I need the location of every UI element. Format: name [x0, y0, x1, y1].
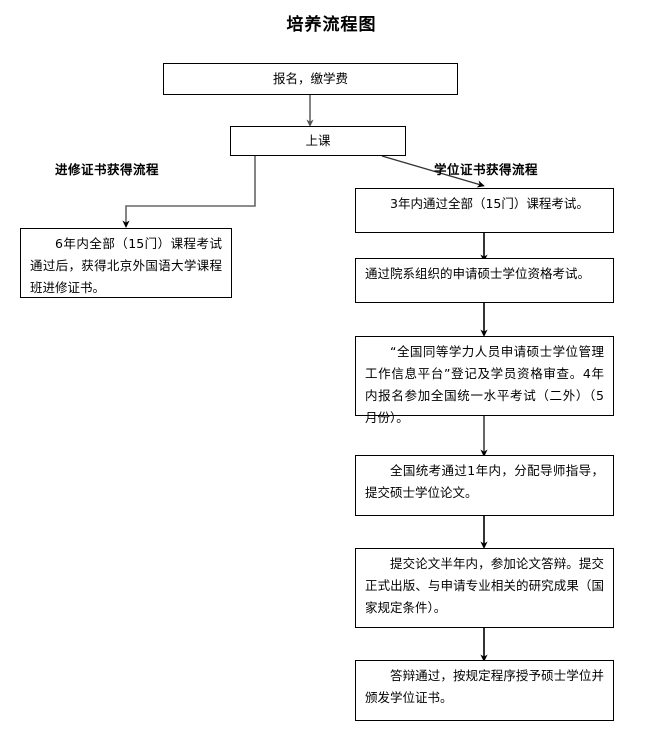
branch-label-right: 学位证书获得流程	[434, 162, 539, 177]
branch-label-left: 进修证书获得流程	[55, 162, 160, 177]
node-left-cert-label: 6年内全部（15门）课程考试通过后，获得北京外国语大学课程班进修证书。	[30, 236, 222, 295]
node-right-6-label: 答辩通过，按规定程序授予硕士学位并颁发学位证书。	[365, 668, 604, 705]
node-left-cert[interactable]: 6年内全部（15门）课程考试通过后，获得北京外国语大学课程班进修证书。	[20, 228, 232, 298]
node-right-3[interactable]: “全国同等学力人员申请硕士学位管理工作信息平台”登记及学员资格审查。4年内报名参…	[355, 336, 614, 425]
node-right-1-label: 3年内通过全部（15门）课程考试。	[390, 196, 589, 211]
node-start-label: 报名，缴学费	[272, 71, 348, 86]
node-right-5-label: 提交论文半年内，参加论文答辩。提交正式出版、与申请专业相关的研究成果（国家规定条…	[365, 556, 604, 615]
node-right-2[interactable]: 通过院系组织的申请硕士学位资格考试。	[355, 258, 614, 303]
node-class[interactable]: 上课	[230, 126, 406, 156]
node-right-2-label: 通过院系组织的申请硕士学位资格考试。	[365, 266, 591, 281]
node-class-label: 上课	[305, 133, 331, 148]
node-right-3-label: “全国同等学力人员申请硕士学位管理工作信息平台”登记及学员资格审查。4年内报名参…	[365, 344, 604, 425]
page-title: 培养流程图	[286, 15, 377, 35]
node-right-5[interactable]: 提交论文半年内，参加论文答辩。提交正式出版、与申请专业相关的研究成果（国家规定条…	[355, 548, 614, 628]
node-right-4[interactable]: 全国统考通过1年内，分配导师指导，提交硕士学位论文。	[355, 455, 614, 516]
node-right-6[interactable]: 答辩通过，按规定程序授予硕士学位并颁发学位证书。	[355, 660, 614, 721]
node-right-4-label: 全国统考通过1年内，分配导师指导，提交硕士学位论文。	[365, 463, 604, 500]
node-start[interactable]: 报名，缴学费	[163, 63, 458, 95]
node-right-1[interactable]: 3年内通过全部（15门）课程考试。	[355, 188, 614, 233]
